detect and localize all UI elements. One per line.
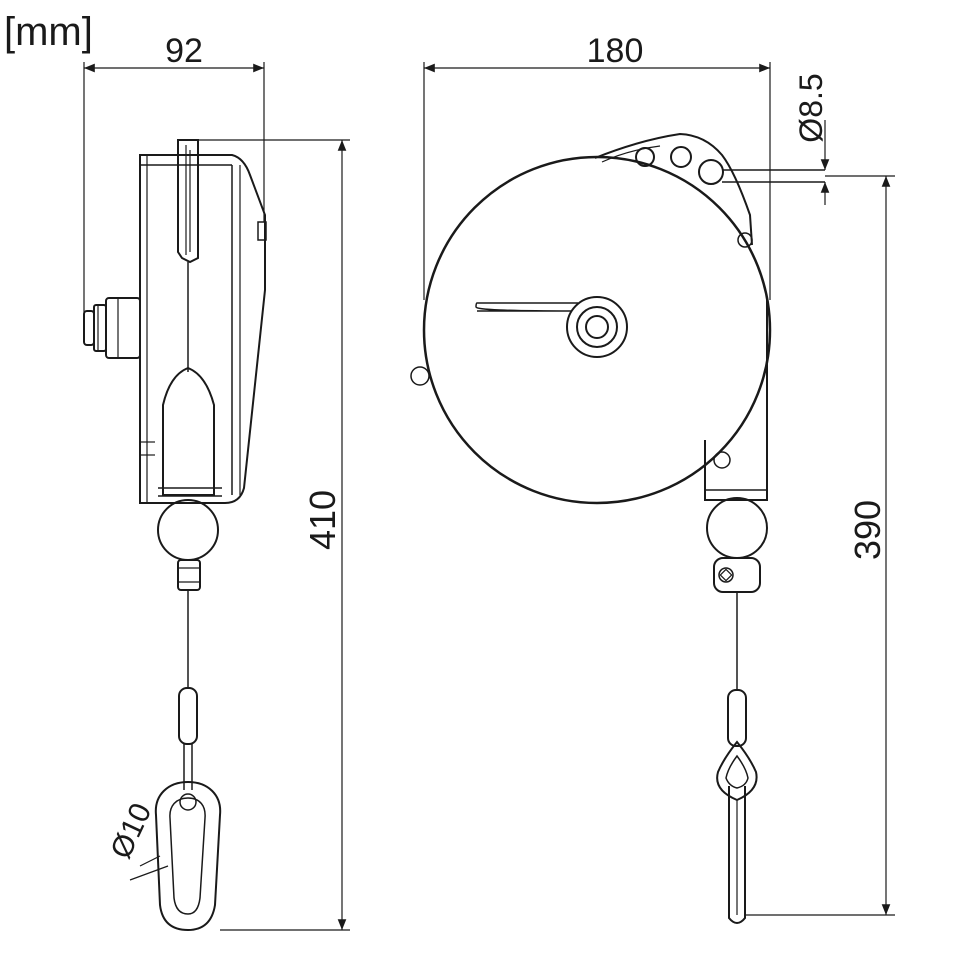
dim-cable-diameter: Ø8.5 xyxy=(793,73,829,142)
dim-front-width: 180 xyxy=(587,32,644,70)
front-indicator xyxy=(475,302,578,312)
side-fitting xyxy=(105,297,141,359)
dim-side-width: 92 xyxy=(165,32,203,70)
front-hook-shank xyxy=(728,786,746,924)
side-body-outline xyxy=(139,154,266,504)
side-top-bracket xyxy=(177,139,199,264)
dimension-lines xyxy=(83,62,895,931)
side-ball-stop xyxy=(157,499,219,561)
side-view xyxy=(83,139,267,932)
front-mount-bracket xyxy=(594,132,753,246)
side-hook xyxy=(154,780,222,932)
front-ball-stop xyxy=(706,497,768,559)
front-guide-housing xyxy=(704,300,768,501)
side-cone xyxy=(162,366,215,496)
front-ferrule xyxy=(727,689,747,747)
front-hook-eye xyxy=(716,740,758,802)
dim-hook-diameter: Ø10 xyxy=(104,798,158,863)
front-drum xyxy=(422,155,772,505)
dimension-labels: 92 180 Ø8.5 410 390 Ø10 xyxy=(104,32,888,864)
unit-label: [mm] xyxy=(4,10,93,54)
front-view xyxy=(410,132,825,924)
dim-side-height: 410 xyxy=(302,490,343,550)
side-ferrule xyxy=(178,687,198,745)
front-hub xyxy=(566,296,628,358)
dim-front-height: 390 xyxy=(847,500,888,560)
side-cable-clamp xyxy=(177,559,201,591)
